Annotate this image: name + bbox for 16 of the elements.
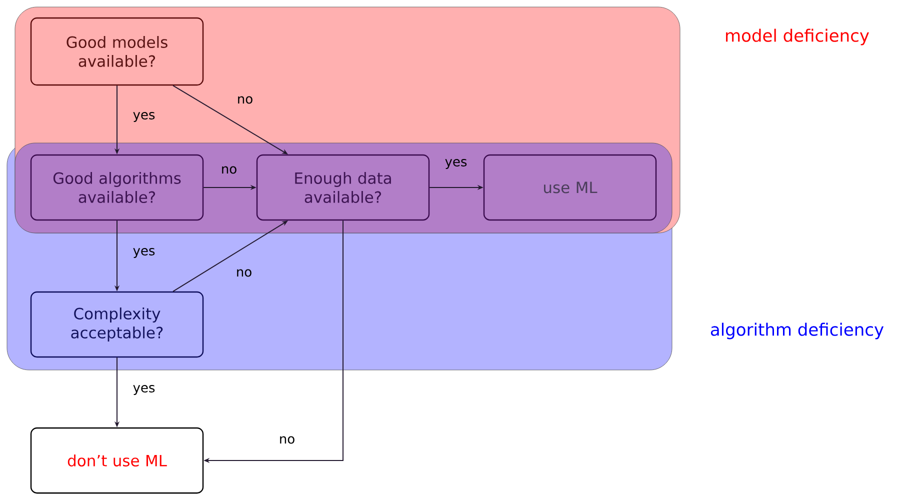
edge-label: no xyxy=(238,96,252,104)
edge-label: no xyxy=(222,166,236,174)
region-heading: model deficiency xyxy=(726,28,869,46)
edge-label: no xyxy=(237,269,252,277)
decision-box: Enough data available? xyxy=(256,154,430,221)
decision-box: don’t use ML xyxy=(30,427,204,494)
decision-box: Good algorithms available? xyxy=(30,154,204,221)
edge-label: no xyxy=(280,436,294,444)
region-heading: algorithm deficiency xyxy=(710,322,884,340)
edge-label: yes xyxy=(133,112,155,122)
decision-box: Complexity acceptable? xyxy=(30,291,204,358)
edge-label: yes xyxy=(133,248,155,258)
edge-label: yes xyxy=(133,385,155,395)
decision-box: use ML xyxy=(483,154,657,221)
decision-box: Good models available? xyxy=(30,17,204,86)
edge-label: yes xyxy=(445,159,467,169)
